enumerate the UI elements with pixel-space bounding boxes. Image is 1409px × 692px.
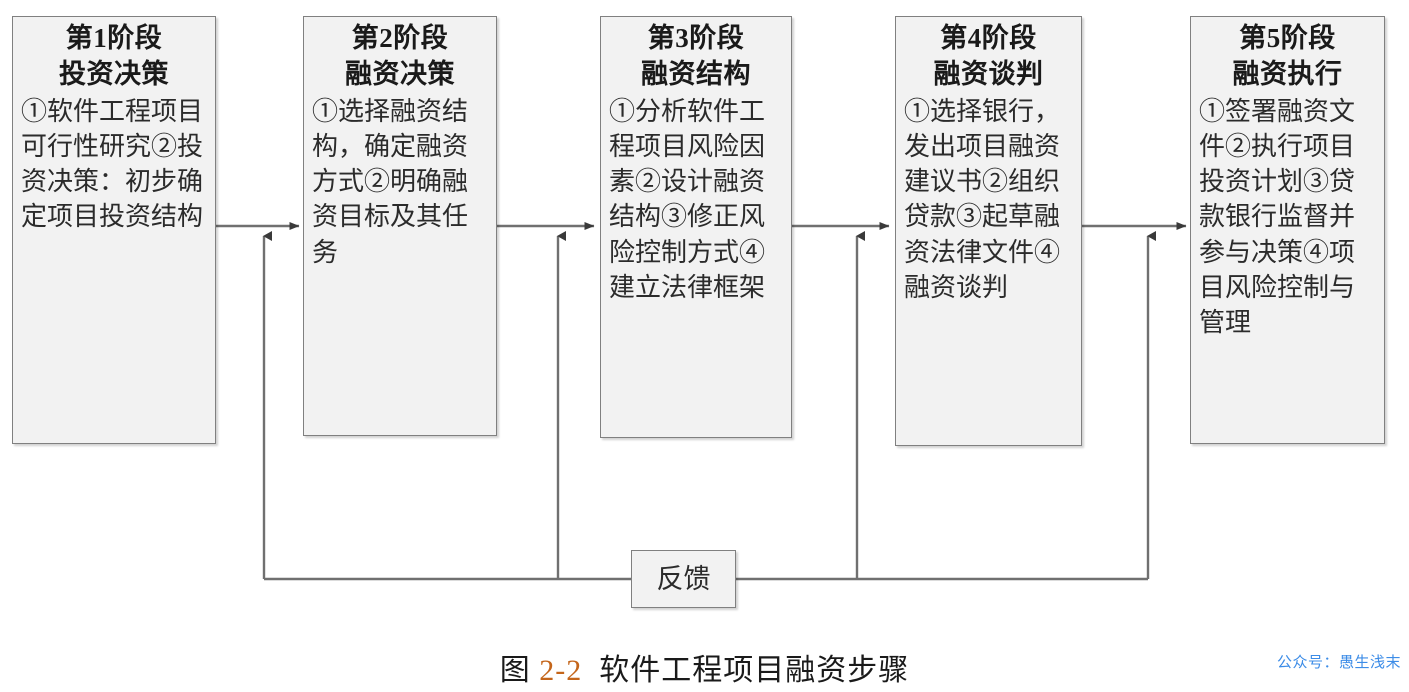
stage-5-title-line1: 第5阶段	[1239, 23, 1336, 53]
stage-2-body: ①选择融资结构，确定融资方式②明确融资目标及其任务	[312, 96, 469, 267]
stage-2-title-line1: 第2阶段	[351, 23, 449, 53]
stage-5-body: ①签署融资文件②执行项目投资计划③贷款银行监督并参与决策④项目风险控制与管理	[1199, 96, 1356, 338]
stage-box-2[interactable]: 第2阶段 融资决策 ①选择融资结构，确定融资方式②明确融资目标及其任务	[303, 16, 497, 436]
stage-3-body: ①分析软件工程项目风险因素②设计融资结构③修正风险控制方式④建立法律框架	[609, 96, 766, 302]
stage-4-title-line1: 第4阶段	[940, 23, 1037, 53]
stage-box-5[interactable]: 第5阶段 融资执行 ①签署融资文件②执行项目投资计划③贷款银行监督并参与决策④项…	[1190, 16, 1385, 444]
stage-box-4[interactable]: 第4阶段 融资谈判 ①选择银行，发出项目融资建议书②组织贷款③起草融资法律文件④…	[895, 16, 1082, 446]
stage-5-title-line2: 融资执行	[1232, 58, 1343, 89]
stage-4-body: ①选择银行，发出项目融资建议书②组织贷款③起草融资法律文件④融资谈判	[904, 96, 1061, 302]
stage-1-body: ①软件工程项目可行性研究②投资决策：初步确定项目投资结构	[21, 96, 204, 232]
stage-3-title-line1: 第3阶段	[647, 23, 745, 53]
feedback-box[interactable]: 反馈	[631, 550, 736, 608]
stage-1-title-line1: 第1阶段	[65, 23, 163, 53]
feedback-label: 反馈	[656, 563, 711, 594]
stage-2-title-line2: 融资决策	[345, 58, 455, 89]
stage-box-1[interactable]: 第1阶段 投资决策 ①软件工程项目可行性研究②投资决策：初步确定项目投资结构	[12, 16, 216, 444]
watermark-text: 公众号：愚生浅末	[1276, 654, 1401, 671]
stage-box-3[interactable]: 第3阶段 融资结构 ①分析软件工程项目风险因素②设计融资结构③修正风险控制方式④…	[600, 16, 792, 438]
stage-4-title-line2: 融资谈判	[933, 58, 1044, 89]
stage-3-title-line2: 融资结构	[641, 58, 751, 89]
caption-number: 2-2	[539, 654, 583, 687]
caption-title: 软件工程项目融资步骤	[599, 654, 910, 687]
stage-1-title-line2: 投资决策	[59, 58, 169, 89]
figure-caption: 图 2-2 软件工程项目融资步骤	[0, 645, 1409, 689]
caption-prefix: 图	[499, 654, 531, 687]
